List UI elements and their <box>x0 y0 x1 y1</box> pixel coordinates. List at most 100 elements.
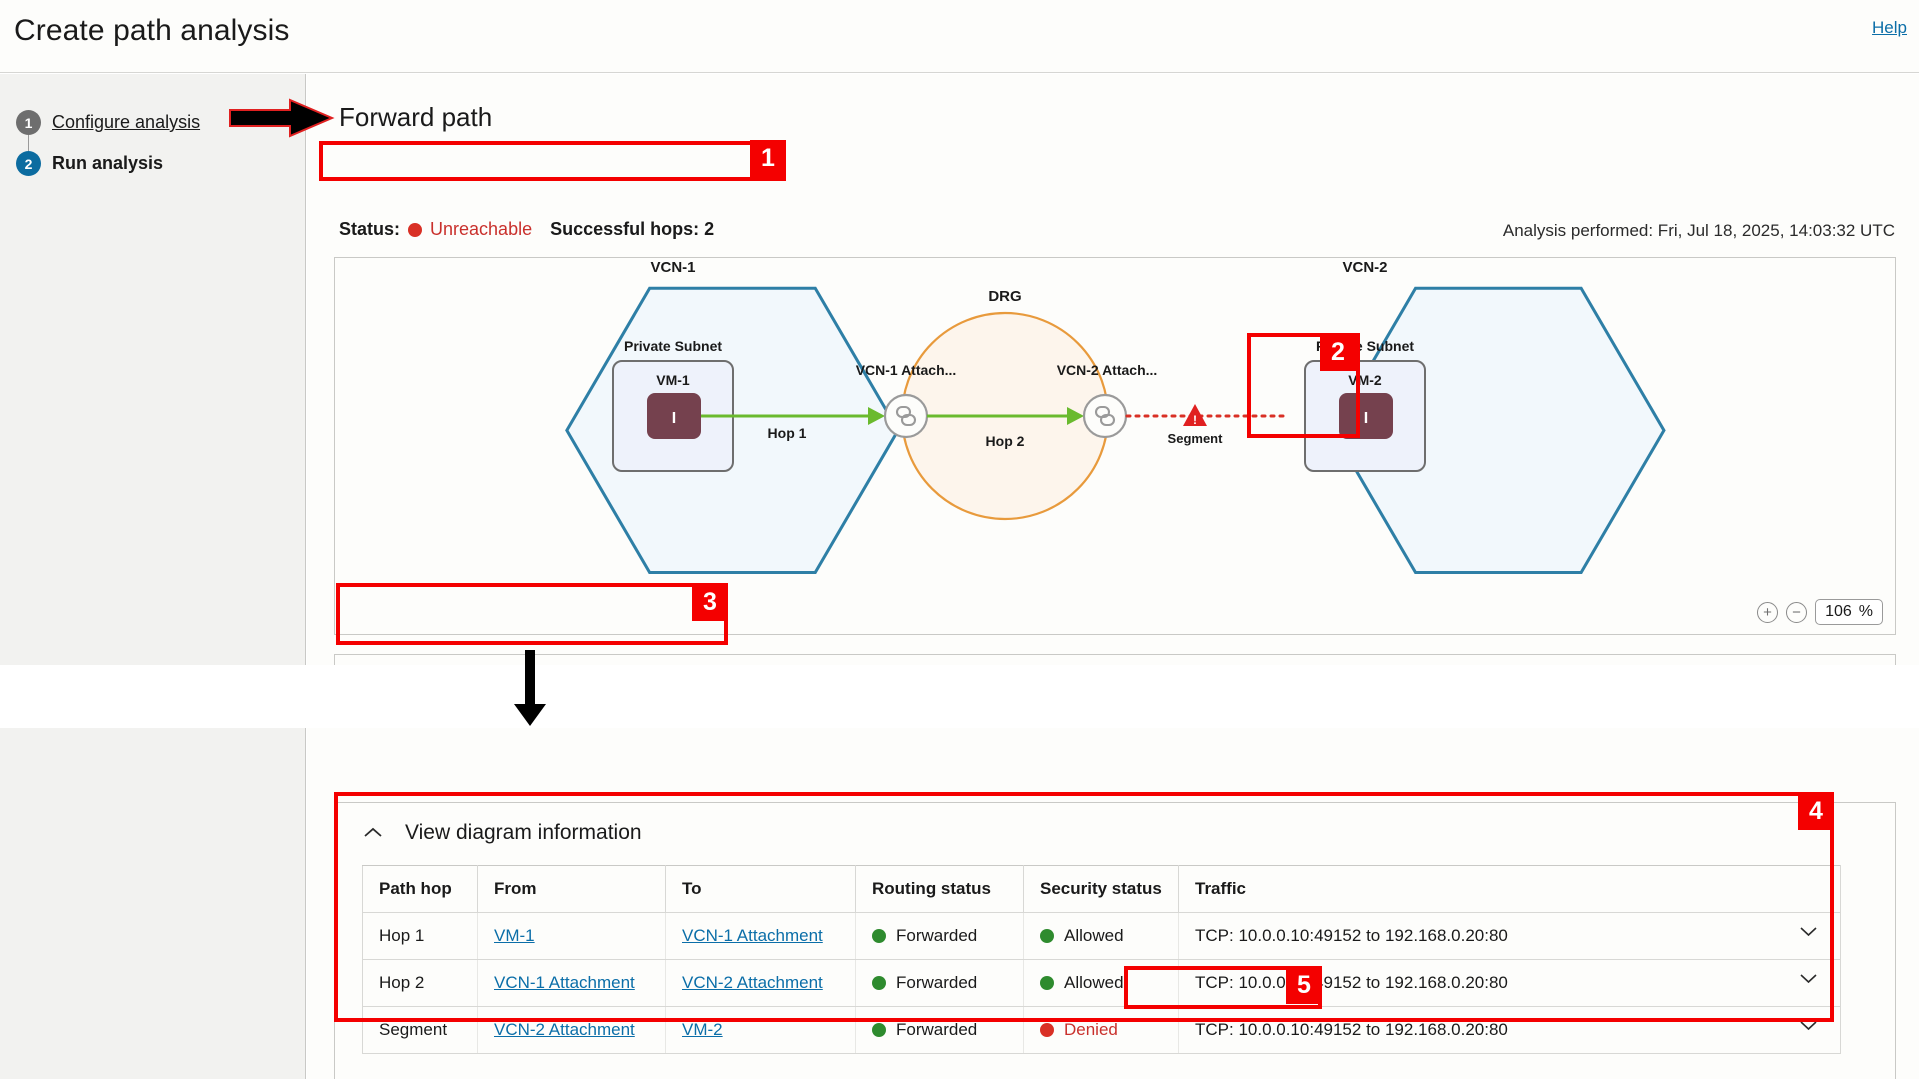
vm2-label: VM-2 <box>1348 372 1382 388</box>
vcn2-attachment-label: VCN-2 Attach... <box>1057 362 1158 378</box>
cell-traffic: TCP: 10.0.0.10:49152 to 192.168.0.20:80 <box>1178 1006 1841 1054</box>
routing-status-text: Forwarded <box>896 926 978 945</box>
cell-routing-status: Forwarded <box>855 959 1024 1007</box>
from-resource-link[interactable]: VCN-1 Attachment <box>494 973 635 992</box>
annotation-badge-1: 1 <box>750 140 786 177</box>
main-content: Forward path Status: Unreachable Success… <box>307 74 1919 1079</box>
sidebar-item-label[interactable]: Configure analysis <box>52 112 201 132</box>
security-status-text: Allowed <box>1064 973 1124 992</box>
zoom-level-value: 106 <box>1825 603 1852 620</box>
cell-from: VM-1 <box>477 912 666 960</box>
to-resource-link[interactable]: VCN-1 Attachment <box>682 926 823 945</box>
cell-path-hop: Segment <box>362 1006 478 1054</box>
cell-security-status: Allowed <box>1023 912 1179 960</box>
zoom-out-icon[interactable]: − <box>1786 601 1808 623</box>
cell-path-hop: Hop 1 <box>362 912 478 960</box>
cell-routing-status: Forwarded <box>855 912 1024 960</box>
row-expand-chevron-down-icon[interactable] <box>1799 926 1818 937</box>
cell-traffic: TCP: 10.0.0.10:49152 to 192.168.0.20:80 <box>1178 959 1841 1007</box>
analysis-performed-timestamp: Analysis performed: Fri, Jul 18, 2025, 1… <box>1502 221 1895 240</box>
segment-warning-icon <box>1183 404 1207 426</box>
status-dot-icon <box>408 222 423 237</box>
link-icon <box>1094 405 1116 427</box>
callout-arrow-to-forward-path-icon <box>229 98 335 138</box>
table-header-row: Path hop From To Routing status Security… <box>362 865 1841 913</box>
routing-status-text: Forwarded <box>896 1020 978 1039</box>
from-resource-link[interactable]: VCN-2 Attachment <box>494 1020 635 1039</box>
column-header-path-hop[interactable]: Path hop <box>362 865 478 913</box>
vcn1-label: VCN-1 <box>650 259 695 276</box>
security-status-dot-icon <box>1040 929 1054 943</box>
link-icon <box>895 405 917 427</box>
cell-to: VM-2 <box>665 1006 856 1054</box>
vm2-instance-icon[interactable] <box>1339 393 1393 439</box>
sidebar-item-run-analysis[interactable]: 2 Run analysis <box>16 151 163 176</box>
step-number-badge: 1 <box>16 110 41 135</box>
row-expand-chevron-down-icon[interactable] <box>1799 1020 1818 1031</box>
forward-path-heading: Forward path <box>339 102 493 132</box>
sidebar-item-configure-analysis[interactable]: 1 Configure analysis <box>16 110 200 135</box>
status-value: Unreachable <box>430 219 533 239</box>
security-status-dot-icon <box>1040 976 1054 990</box>
diagram-zoom-controls: + − 106 % <box>1757 599 1883 625</box>
column-header-security-status[interactable]: Security status <box>1023 865 1179 913</box>
column-header-to[interactable]: To <box>665 865 856 913</box>
path-hops-table-wrapper: Path hop From To Routing status Security… <box>362 865 1841 1054</box>
security-status-text: Allowed <box>1064 926 1124 945</box>
security-status-text: Denied <box>1064 1020 1118 1039</box>
to-resource-link[interactable]: VM-2 <box>682 1020 723 1039</box>
network-topology-diagram[interactable]: VCN-1 Private Subnet VM-1 I Hop 1 DRG <box>335 258 1895 634</box>
annotation-badge-3: 3 <box>692 584 728 621</box>
top-header: Create path analysis Help <box>0 0 1919 73</box>
table-row: Hop 2 VCN-1 Attachment VCN-2 Attachment <box>362 959 1841 1007</box>
cell-from: VCN-1 Attachment <box>477 959 666 1007</box>
security-status-dot-icon <box>1040 1023 1054 1037</box>
sidebar-item-label: Run analysis <box>52 153 164 173</box>
traffic-text: TCP: 10.0.0.10:49152 to 192.168.0.20:80 <box>1195 973 1508 992</box>
to-resource-link[interactable]: VCN-2 Attachment <box>682 973 823 992</box>
vm1-label: VM-1 <box>656 372 690 388</box>
vcn1-attachment-label: VCN-1 Attach... <box>856 362 957 378</box>
zoom-in-icon[interactable]: + <box>1757 601 1779 623</box>
column-header-traffic[interactable]: Traffic <box>1178 865 1841 913</box>
vm1-instance-icon[interactable] <box>647 393 701 439</box>
path-status-line: Status: Unreachable Successful hops: 2 <box>339 219 714 240</box>
cell-traffic: TCP: 10.0.0.10:49152 to 192.168.0.20:80 <box>1178 912 1841 960</box>
vm2-glyph: I <box>1364 410 1368 427</box>
table-row: Hop 1 VM-1 VCN-1 Attachment Forwarded <box>362 912 1841 960</box>
row-expand-chevron-down-icon[interactable] <box>1799 973 1818 984</box>
traffic-text: TCP: 10.0.0.10:49152 to 192.168.0.20:80 <box>1195 1020 1508 1039</box>
wizard-sidebar: 1 Configure analysis 2 Run analysis <box>0 74 306 1079</box>
from-resource-link[interactable]: VM-1 <box>494 926 535 945</box>
view-diagram-information-expanded: View diagram information Path hop From T… <box>334 802 1896 1079</box>
cell-to: VCN-1 Attachment <box>665 912 856 960</box>
hop2-label: Hop 2 <box>986 433 1025 449</box>
segment-label: Segment <box>1168 431 1224 446</box>
drg-label: DRG <box>988 288 1021 305</box>
callout-arrow-to-expanded-section-icon <box>514 650 546 726</box>
status-label: Status: <box>339 219 401 239</box>
routing-status-dot-icon <box>872 1023 886 1037</box>
traffic-text: TCP: 10.0.0.10:49152 to 192.168.0.20:80 <box>1195 926 1508 945</box>
column-header-from[interactable]: From <box>477 865 666 913</box>
cell-to: VCN-2 Attachment <box>665 959 856 1007</box>
vm1-glyph: I <box>672 410 676 427</box>
help-link[interactable]: Help <box>1872 18 1907 37</box>
cell-path-hop: Hop 2 <box>362 959 478 1007</box>
annotation-badge-5: 5 <box>1286 967 1322 1004</box>
routing-status-dot-icon <box>872 929 886 943</box>
vcn2-label: VCN-2 <box>1342 259 1387 276</box>
zoom-level-input[interactable]: 106 % <box>1815 599 1883 625</box>
successful-hops: Successful hops: 2 <box>550 219 715 239</box>
section-separator-band <box>0 665 1919 728</box>
chevron-up-icon <box>364 827 382 837</box>
path-hops-table: Path hop From To Routing status Security… <box>362 865 1841 1054</box>
cell-from: VCN-2 Attachment <box>477 1006 666 1054</box>
accordion-toggle[interactable]: View diagram information <box>363 821 642 845</box>
hop1-arrowhead-icon <box>868 407 885 425</box>
column-header-routing-status[interactable]: Routing status <box>855 865 1024 913</box>
table-row: Segment VCN-2 Attachment VM-2 Forwarded <box>362 1006 1841 1054</box>
zoom-unit: % <box>1858 603 1873 620</box>
routing-status-dot-icon <box>872 976 886 990</box>
annotation-badge-4: 4 <box>1798 793 1834 830</box>
